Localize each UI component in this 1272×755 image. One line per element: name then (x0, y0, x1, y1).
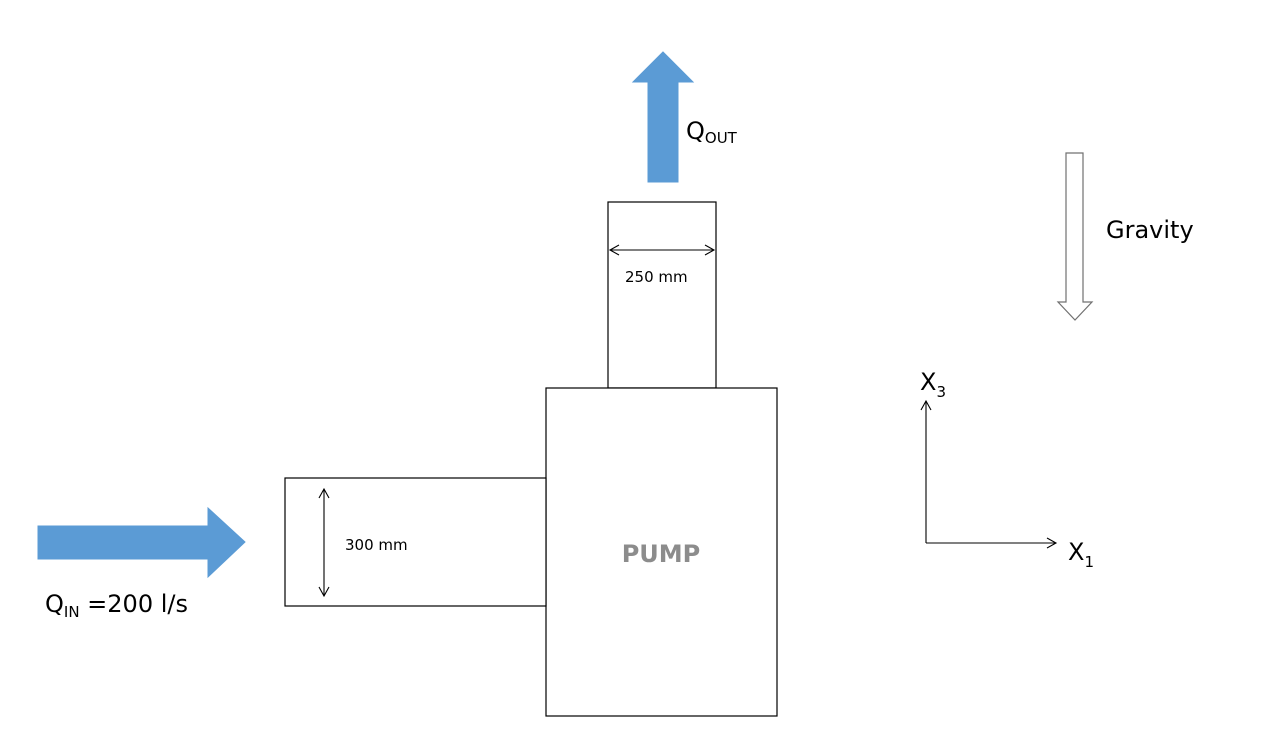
x3-axis-label: X3 (920, 368, 946, 401)
outlet-flow-arrow (631, 51, 695, 183)
outlet-pipe (607, 201, 717, 389)
outlet-flow-label: QOUT (686, 117, 738, 147)
pump-label: PUMP (622, 540, 701, 568)
outlet-diameter-label: 250 mm (625, 268, 688, 286)
inlet-flow-arrow (37, 506, 246, 579)
x1-axis-label: X1 (1068, 538, 1094, 571)
inlet-diameter-label: 300 mm (345, 536, 408, 554)
gravity-arrow (1056, 152, 1094, 321)
inlet-flow-label: QIN =200 l/s (45, 590, 188, 621)
gravity-label: Gravity (1106, 216, 1194, 244)
pump-body (545, 387, 778, 717)
